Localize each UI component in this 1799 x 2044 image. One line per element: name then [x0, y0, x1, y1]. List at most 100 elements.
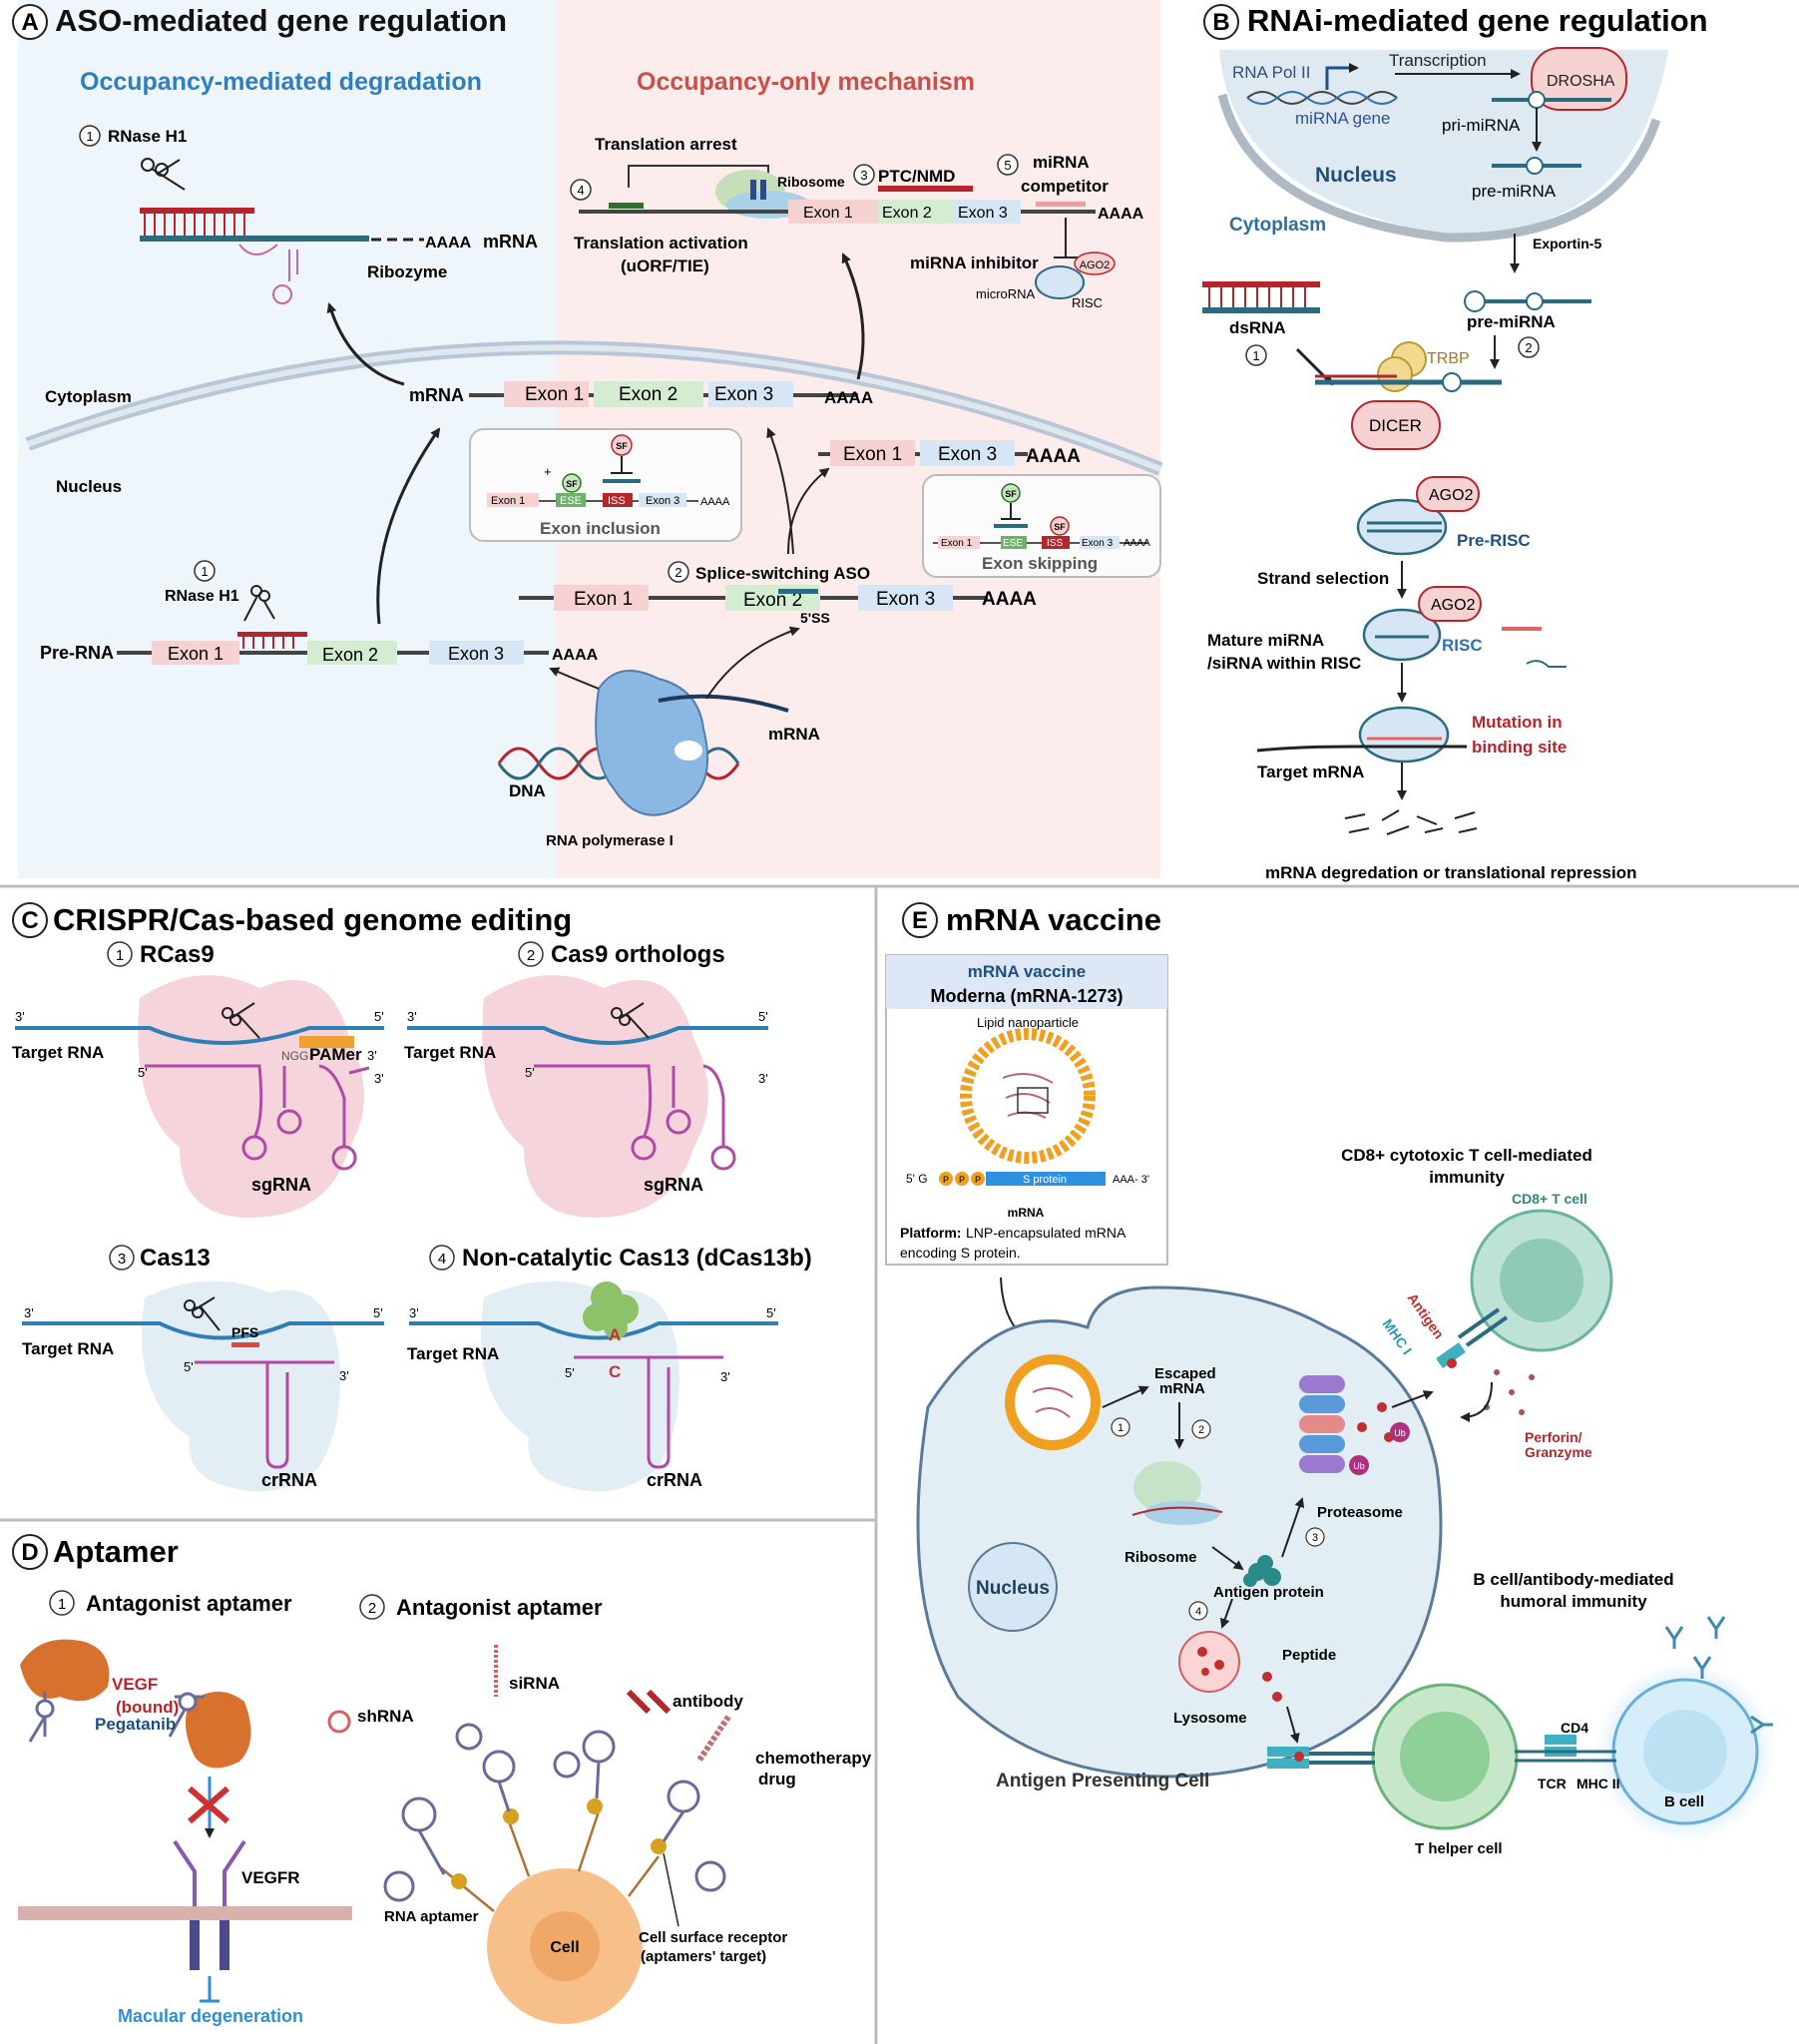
vegf-icon	[20, 1639, 251, 1769]
svg-text:ESE: ESE	[560, 495, 582, 507]
membrane-d	[18, 1906, 352, 1920]
svg-text:3': 3'	[720, 1369, 730, 1384]
svg-text:Exon 3: Exon 3	[714, 384, 773, 405]
svg-text:Exon 1: Exon 1	[491, 495, 525, 507]
target-rna-label-3: Target RNA	[22, 1339, 114, 1358]
drosha-label: DROSHA	[1547, 73, 1615, 90]
svg-text:P: P	[975, 1175, 981, 1185]
exon-skipping-label: Exon skipping	[982, 554, 1098, 573]
panel-d-letter: D	[21, 1539, 38, 1566]
base-a-label: A	[609, 1325, 621, 1344]
svg-text:NGG: NGG	[281, 1049, 308, 1063]
mutation-label-2: binding site	[1472, 738, 1567, 757]
perforin-label-2: Granzyme	[1525, 1444, 1592, 1460]
risc-target-complex	[1256, 706, 1467, 764]
lysosome-icon	[1178, 1631, 1240, 1693]
pfs-label: PFS	[231, 1324, 258, 1340]
svg-text:Exon 2: Exon 2	[322, 645, 378, 665]
svg-text:Ub: Ub	[1394, 1428, 1406, 1438]
cas13-title: Cas13	[140, 1245, 211, 1272]
occupancy-degradation-header: Occupancy-mediated degradation	[80, 68, 482, 96]
svg-text:4: 4	[1195, 1606, 1201, 1618]
svg-text:4: 4	[577, 183, 584, 198]
risc-label: RISC	[1072, 295, 1103, 310]
sgrna-1	[145, 1064, 370, 1171]
pamer-label: PAMer	[309, 1045, 362, 1064]
svg-text:Exon 2: Exon 2	[743, 590, 802, 611]
svg-text:5': 5'	[525, 1065, 535, 1080]
mirna-gene-label: miRNA gene	[1295, 109, 1390, 128]
svg-text:Exon 1: Exon 1	[168, 644, 224, 664]
nucleus-label-b: Nucleus	[1315, 164, 1397, 187]
target-rna-label-1: Target RNA	[12, 1043, 104, 1062]
mrna-skipped: Exon 1 Exon 3 AAAA	[818, 440, 1081, 467]
degraded-fragments	[1344, 809, 1478, 835]
mrna-top: Exon 1 Exon 2 Exon 3 AAAA	[579, 200, 1144, 224]
mhc2-tcr-complex	[1267, 1735, 1616, 1769]
translation-activation-label-1: Translation activation	[574, 234, 748, 253]
pre-mirna-cyto-label: pre-miRNA	[1467, 312, 1556, 331]
platform-text-2: encoding S protein.	[900, 1245, 1021, 1261]
svg-text:1: 1	[1118, 1422, 1124, 1434]
svg-text:Exon 1: Exon 1	[941, 538, 973, 549]
ribosome-label: Ribosome	[777, 174, 845, 190]
cas9-protein-1	[138, 975, 364, 1218]
chemotherapy-label-1: chemotherapy	[755, 1749, 872, 1768]
svg-text:AAAA: AAAA	[1098, 206, 1144, 223]
bcell-title-2: humoral immunity	[1500, 1592, 1647, 1611]
panel-a-left-bg	[18, 0, 557, 878]
ribosome-e-icon	[1131, 1461, 1223, 1525]
target-rna-label-2: Target RNA	[404, 1043, 496, 1062]
dsrna-icon	[1202, 281, 1320, 313]
five-ss-label: 5'SS	[800, 610, 830, 626]
mhc1-label: MHC I	[1380, 1316, 1416, 1358]
exon-inclusion-label: Exon inclusion	[540, 519, 661, 538]
antigen-label: Antigen	[1405, 1290, 1448, 1342]
svg-text:3': 3'	[339, 1368, 349, 1383]
aptamer-structures	[383, 1723, 726, 1902]
dicer-complex	[1315, 341, 1502, 450]
sgrna-2	[534, 1064, 736, 1171]
panel-a-title: ASO-mediated gene regulation	[55, 3, 507, 38]
dna-gene	[1246, 91, 1398, 105]
svg-text:1: 1	[58, 1596, 66, 1613]
pre-mirna-cyto	[1464, 290, 1591, 312]
rna-aptamer-label: RNA aptamer	[384, 1908, 479, 1925]
pre-risc-label: Pre-RISC	[1457, 531, 1531, 550]
cas13-protein	[142, 1280, 340, 1492]
exon-skipping-box	[922, 474, 1161, 578]
risc-complex-top: AGO2	[1035, 252, 1116, 299]
panel-a-letter: A	[21, 9, 38, 36]
svg-text:2: 2	[527, 947, 535, 964]
mirna-competitor-label-2: competitor	[1021, 177, 1109, 196]
pre-mrna-middle: Exon 1 Exon 2 Exon 3 AAAA	[519, 585, 1037, 611]
exon-inclusion-diagram: Exon 1 ESE ISS Exon 3 AAAA SF + SF	[487, 434, 730, 508]
svg-text:AAAA: AAAA	[700, 496, 730, 508]
lnp-label: Lipid nanoparticle	[977, 1015, 1079, 1030]
pre-rna-label: Pre-RNA	[40, 643, 114, 663]
svg-text:2: 2	[1525, 340, 1532, 355]
sgrna-label-2: sgRNA	[644, 1175, 703, 1195]
sgrna-label-1: sgRNA	[251, 1175, 311, 1195]
cargo-icons	[327, 1645, 731, 1764]
rnase-h1-bottom-label: RNase H1	[165, 588, 239, 605]
rna-polymerase-label: RNA polymerase I	[546, 832, 674, 849]
svg-text:Exon 1: Exon 1	[843, 444, 902, 465]
risc-complex	[1362, 586, 1567, 668]
svg-text:3: 3	[1312, 1532, 1318, 1544]
svg-text:3': 3'	[367, 1048, 377, 1063]
panel-b-title: RNAi-mediated gene regulation	[1247, 3, 1708, 38]
svg-text:1: 1	[201, 564, 208, 579]
svg-text:5': 5'	[758, 1009, 768, 1024]
panel-c: C CRISPR/Cas-based genome editing 1 RCas…	[12, 902, 812, 1492]
svg-text:AAAA: AAAA	[552, 647, 599, 664]
svg-text:AAAA: AAAA	[1026, 446, 1081, 467]
cd4-label: CD4	[1561, 1720, 1588, 1736]
trbp-label: TRBP	[1427, 350, 1470, 367]
mhc1-tcr-complex	[1436, 1307, 1509, 1368]
antibodies-icon	[1664, 1616, 1773, 1735]
scissors-icon-c1	[222, 1002, 260, 1039]
aptamer-sub1-title: Antagonist aptamer	[86, 1591, 292, 1616]
proteasome-icon	[1299, 1375, 1345, 1473]
